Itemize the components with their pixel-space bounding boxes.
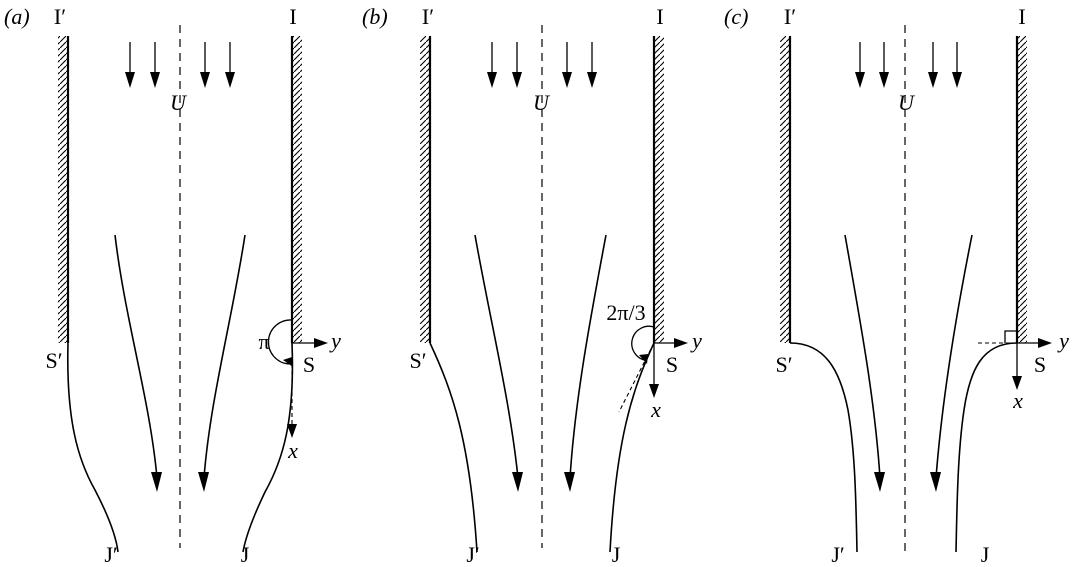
- velocity-label: U: [898, 90, 916, 115]
- streamlines: [844, 234, 973, 492]
- left-wall: [420, 36, 432, 343]
- panel-b: (b) I′ I U S′ S J′ J: [362, 4, 702, 567]
- exit-right-label: J: [981, 542, 990, 567]
- panel-a: (a) I′ I U: [4, 4, 341, 567]
- velocity-label: U: [170, 90, 188, 115]
- right-wall: [652, 36, 664, 343]
- incoming-flow-arrows: [487, 42, 597, 88]
- free-streamline-right: [242, 342, 294, 553]
- streamlines: [114, 234, 246, 492]
- axis-x-label: x: [287, 438, 298, 463]
- angle-arc: [631, 325, 655, 364]
- wall-left-top-label: I′: [784, 4, 796, 29]
- right-wall: [290, 36, 302, 343]
- wall-left-top-label: I′: [422, 4, 434, 29]
- panel-label: (c): [724, 4, 748, 29]
- axis-y-label: y: [1057, 328, 1069, 353]
- axis-y-label: y: [329, 328, 341, 353]
- panel-c: (c) I′ I U S′ S J′ J: [724, 4, 1069, 567]
- angle-arc: [267, 319, 293, 367]
- separation-right-label: S: [303, 352, 315, 377]
- exit-right-label: J: [612, 542, 621, 567]
- separation-left-label: S′: [775, 352, 792, 377]
- angle-label: 2π/3: [606, 300, 645, 325]
- axis-y-label: y: [690, 328, 702, 353]
- free-streamline-left: [789, 342, 858, 553]
- wall-right-top-label: I: [656, 4, 663, 29]
- left-wall: [58, 36, 70, 343]
- incoming-flow-arrows: [125, 42, 235, 88]
- local-axes: [978, 330, 1052, 390]
- wall-right-top-label: I: [1018, 4, 1025, 29]
- angle-label: π: [258, 329, 269, 354]
- axis-x-label: x: [1012, 388, 1023, 413]
- panel-label: (b): [362, 4, 388, 29]
- panel-label: (a): [4, 4, 30, 29]
- free-streamline-left: [66, 342, 119, 553]
- free-streamline-right: [609, 342, 655, 553]
- velocity-label: U: [533, 90, 551, 115]
- right-wall: [1015, 36, 1027, 343]
- free-streamline-left: [429, 342, 478, 553]
- left-wall: [780, 36, 792, 343]
- separation-right-label: S: [1034, 352, 1046, 377]
- axis-x-label: x: [650, 397, 661, 422]
- exit-left-label: J′: [104, 542, 117, 567]
- wall-right-top-label: I: [289, 4, 296, 29]
- exit-left-label: J′: [466, 542, 479, 567]
- separation-left-label: S′: [409, 348, 426, 373]
- exit-right-label: J: [241, 542, 250, 567]
- separation-left-label: S′: [45, 348, 62, 373]
- local-axes: [287, 338, 328, 438]
- free-streamline-right: [955, 342, 1018, 553]
- exit-left-label: J′: [831, 542, 844, 567]
- incoming-flow-arrows: [855, 42, 962, 88]
- wall-left-top-label: I′: [54, 4, 66, 29]
- separation-right-label: S: [666, 352, 678, 377]
- local-axes: [618, 338, 688, 413]
- streamlines: [474, 234, 607, 492]
